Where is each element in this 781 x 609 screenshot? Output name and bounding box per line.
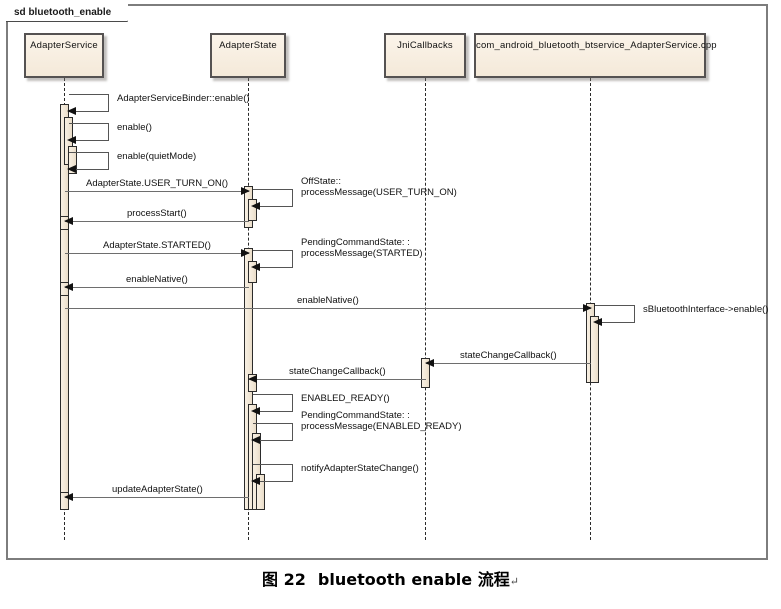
message-line <box>65 221 249 222</box>
message-label-line: OffState:: <box>301 176 341 187</box>
message-arrowhead <box>241 249 250 257</box>
self-message-bracket <box>69 123 109 141</box>
message-arrowhead <box>251 477 260 485</box>
participant-box[interactable]: AdapterState <box>210 33 286 78</box>
caption-text: bluetooth enable 流程 <box>317 570 510 589</box>
message-label: stateChangeCallback() <box>460 350 557 361</box>
figure-caption: 图 22 bluetooth enable 流程↵ <box>0 566 781 590</box>
message-line <box>65 497 249 498</box>
message-line <box>65 253 249 254</box>
message-label: AdapterState.USER_TURN_ON() <box>86 178 228 189</box>
self-message-label: notifyAdapterStateChange() <box>301 463 419 474</box>
message-arrowhead <box>583 304 592 312</box>
caption-paragraph-mark: ↵ <box>509 576 519 588</box>
self-message-label: sBluetoothInterface->enable() <box>643 304 768 315</box>
activation-bar <box>256 474 265 510</box>
message-label-line: processMessage(STARTED) <box>301 248 423 259</box>
message-label-line: processStart() <box>127 208 187 219</box>
message-label-line: enableNative() <box>126 274 188 285</box>
message-label: enableNative() <box>297 295 359 306</box>
activation-bar <box>60 492 69 510</box>
message-label-line: enable() <box>117 122 152 133</box>
frame-tab-label: sd bluetooth_enable <box>14 7 112 18</box>
participant-box[interactable]: AdapterService <box>24 33 104 78</box>
message-label-line: updateAdapterState() <box>112 484 203 495</box>
activation-bar <box>248 374 257 392</box>
message-arrowhead <box>64 283 73 291</box>
participant-box[interactable]: JniCallbacks <box>384 33 466 78</box>
message-label-line: PendingCommandState: : <box>301 410 410 421</box>
self-message-label: OffState::processMessage(USER_TURN_ON) <box>301 176 457 198</box>
message-arrowhead <box>593 318 602 326</box>
message-arrowhead <box>425 359 434 367</box>
self-message-label: ENABLED_READY() <box>301 393 390 404</box>
message-label-line: enableNative() <box>297 295 359 306</box>
message-label: updateAdapterState() <box>112 484 203 495</box>
message-label-line: ENABLED_READY() <box>301 393 390 404</box>
participant-label: AdapterService <box>30 40 98 51</box>
self-message-label: PendingCommandState: :processMessage(STA… <box>301 237 423 259</box>
self-message-label: enable(quietMode) <box>117 151 196 162</box>
lifeline-2 <box>425 78 426 540</box>
message-label-line: enable(quietMode) <box>117 151 197 162</box>
message-label-line: stateChangeCallback() <box>289 366 386 377</box>
self-message-bracket <box>595 305 635 323</box>
message-line <box>426 363 591 364</box>
self-message-bracket <box>253 189 293 207</box>
self-message-bracket <box>253 423 293 441</box>
activation-bar <box>248 199 257 221</box>
message-label-line: AdapterState.USER_TURN_ON() <box>86 178 229 189</box>
self-message-bracket <box>69 152 109 170</box>
message-label-line: processMessage(USER_TURN_ON) <box>301 187 457 198</box>
message-arrowhead <box>67 136 76 144</box>
message-arrowhead <box>241 187 250 195</box>
participant-box[interactable]: com_android_bluetooth_btservice_AdapterS… <box>474 33 717 78</box>
self-message-label: enable() <box>117 122 152 133</box>
message-arrowhead <box>248 375 257 383</box>
message-label-line: processMessage(ENABLED_READY) <box>301 421 462 432</box>
diagram-frame <box>6 4 768 560</box>
message-line <box>65 191 249 192</box>
participant-label: AdapterState <box>219 40 277 51</box>
message-arrowhead <box>64 217 73 225</box>
message-arrowhead <box>251 202 260 210</box>
self-message-label: PendingCommandState: :processMessage(ENA… <box>301 410 462 432</box>
message-arrowhead <box>67 165 76 173</box>
message-label-line: notifyAdapterStateChange() <box>301 463 419 474</box>
self-message-bracket <box>69 94 109 112</box>
message-label-line: PendingCommandState: : <box>301 237 410 248</box>
frame-tab: sd bluetooth_enable <box>6 3 129 22</box>
message-line <box>65 287 249 288</box>
message-arrowhead <box>64 493 73 501</box>
message-label-line: sBluetoothInterface->enable() <box>643 304 769 315</box>
activation-bar <box>590 316 599 383</box>
message-line <box>249 379 426 380</box>
message-arrowhead <box>251 407 260 415</box>
self-message-bracket <box>253 394 293 412</box>
message-line <box>65 308 591 309</box>
message-label: stateChangeCallback() <box>289 366 386 377</box>
message-label: processStart() <box>127 208 187 219</box>
caption-figure-number: 图 22 <box>262 570 306 589</box>
message-label-line: stateChangeCallback() <box>460 350 557 361</box>
message-arrowhead <box>67 107 76 115</box>
self-message-bracket <box>253 464 293 482</box>
message-arrowhead <box>251 436 260 444</box>
participant-label: com_android_bluetooth_btservice_AdapterS… <box>476 40 717 51</box>
activation-bar <box>68 146 77 174</box>
activation-bar <box>421 358 430 388</box>
message-label: AdapterState.STARTED() <box>103 240 211 251</box>
message-label-line: AdapterState.STARTED() <box>103 240 211 251</box>
self-message-label: AdapterServiceBinder::enable() <box>117 93 250 104</box>
self-message-bracket <box>253 250 293 268</box>
message-arrowhead <box>251 263 260 271</box>
message-label-line: AdapterServiceBinder::enable() <box>117 93 250 104</box>
activation-bar <box>248 261 257 283</box>
message-label: enableNative() <box>126 274 188 285</box>
participant-label: JniCallbacks <box>397 40 453 51</box>
